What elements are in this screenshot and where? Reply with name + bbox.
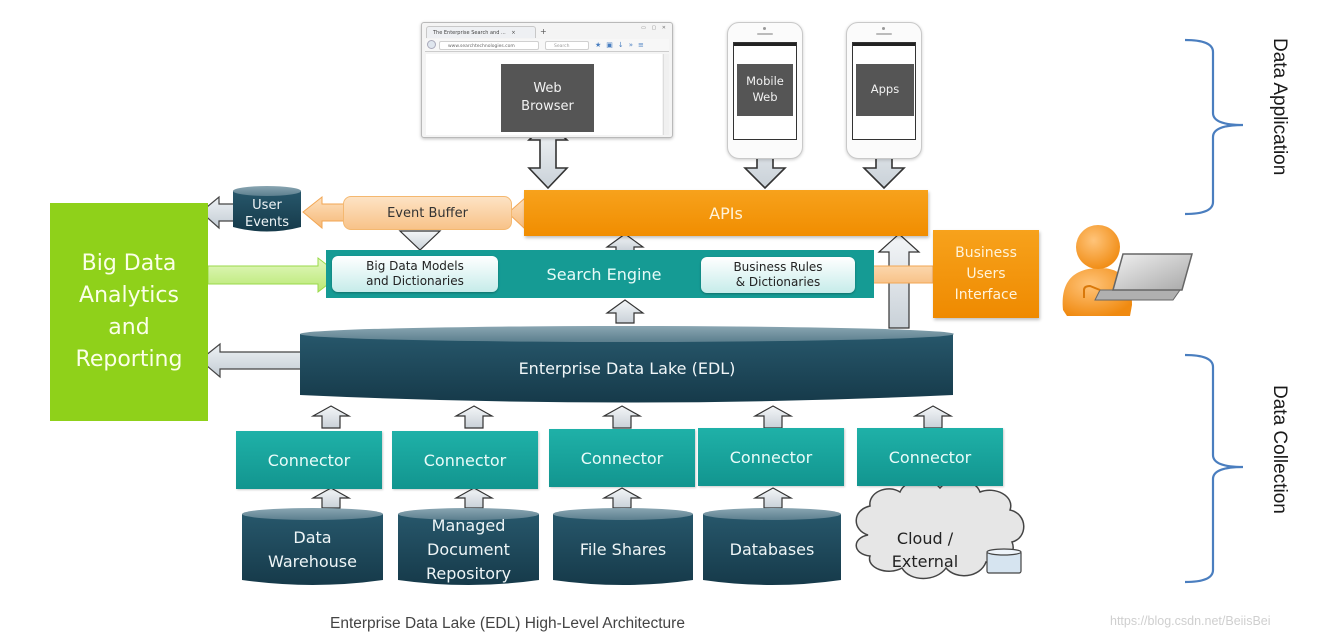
arrow-source-connector <box>453 487 495 509</box>
connector-box: Connector <box>857 428 1003 486</box>
arrow-connector-edl <box>912 405 954 429</box>
business-users-interface-box: Business Users Interface <box>933 230 1039 318</box>
source-cylinder <box>703 508 841 585</box>
business-user-person-icon <box>1062 225 1193 316</box>
browser-toolbar-icons: ★▣↓»≡ <box>595 41 649 49</box>
source-label: Databases <box>729 540 815 559</box>
browser-url-bar: www.searchtechnologies.com <box>439 41 539 50</box>
source-cylinders <box>242 508 841 585</box>
edl-label: Enterprise Data Lake (EDL) <box>518 358 736 378</box>
big-data-models-box: Big Data Models and Dictionaries <box>332 256 498 292</box>
connector-box: Connector <box>236 431 382 489</box>
arrow-source-connector <box>601 487 643 509</box>
mobile-web-box: Mobile Web <box>737 64 793 116</box>
arrow-browser-apis <box>526 120 570 190</box>
search-engine-label: Search Engine <box>546 264 662 284</box>
apis-layer: APIs <box>524 190 928 236</box>
edl-cylinder <box>300 326 954 403</box>
cloud-external-label: Cloud /External <box>891 528 959 571</box>
browser-navbar: www.searchtechnologies.com Search ★▣↓»≡ <box>425 39 669 52</box>
watermark: https://blog.csdn.net/BeiisBei <box>1110 614 1271 628</box>
back-icon <box>427 40 436 49</box>
data-application-bracket <box>1184 38 1244 216</box>
cloud-external-shape <box>855 479 1025 580</box>
user-events-cylinder <box>233 186 301 232</box>
section-label-data-collection: Data Collection <box>1269 385 1290 514</box>
source-label: File Shares <box>579 540 667 559</box>
arrow-analytics-models <box>207 256 341 294</box>
arrow-connector-edl <box>310 405 352 429</box>
connector-box: Connector <box>392 431 538 489</box>
arrow-searchengine-apis <box>605 233 645 252</box>
arrow-edl-searchengine <box>605 299 645 324</box>
arrow-connector-edl <box>601 405 643 429</box>
diagram-caption: Enterprise Data Lake (EDL) High-Level Ar… <box>330 615 685 632</box>
arrow-source-connector <box>310 487 352 509</box>
browser-search-box: Search <box>545 41 589 50</box>
section-label-data-application: Data Application <box>1269 38 1290 176</box>
connector-box: Connector <box>549 429 695 487</box>
apps-box: Apps <box>856 64 914 116</box>
arrow-source-connector <box>752 487 794 509</box>
phone-camera <box>763 27 766 30</box>
arrow-eventbuffer-userevents <box>302 195 345 230</box>
search-engine-layer: Search Engine Big Data Models and Dictio… <box>326 250 874 298</box>
web-browser-box: Web Browser <box>501 64 594 132</box>
user-events-label: User Events <box>244 198 289 230</box>
new-tab-icon: + <box>540 27 547 36</box>
arrow-eventbuffer-searchengine <box>398 230 442 251</box>
arrow-edl-analytics <box>199 342 303 379</box>
data-collection-bracket <box>1184 353 1244 584</box>
browser-scrollbar <box>663 54 669 135</box>
small-database-icon <box>986 548 1022 574</box>
arrow-connector-edl <box>453 405 495 429</box>
source-cylinder <box>242 508 383 585</box>
window-controls-icon: ▭ ▢ ✕ <box>641 25 668 31</box>
business-rules-box: Business Rules & Dictionaries <box>701 257 855 293</box>
source-cylinder <box>398 508 539 585</box>
big-data-analytics-box: Big Data Analytics and Reporting <box>50 203 208 421</box>
arrow-connector-edl <box>752 405 794 429</box>
phone-speaker <box>757 33 773 35</box>
source-cylinder <box>553 508 693 585</box>
phone-camera <box>882 27 885 30</box>
browser-tab: The Enterprise Search and ... × <box>426 26 536 38</box>
event-buffer-box: Event Buffer <box>343 196 512 230</box>
connector-box: Connector <box>698 428 844 486</box>
phone-speaker <box>876 33 892 35</box>
